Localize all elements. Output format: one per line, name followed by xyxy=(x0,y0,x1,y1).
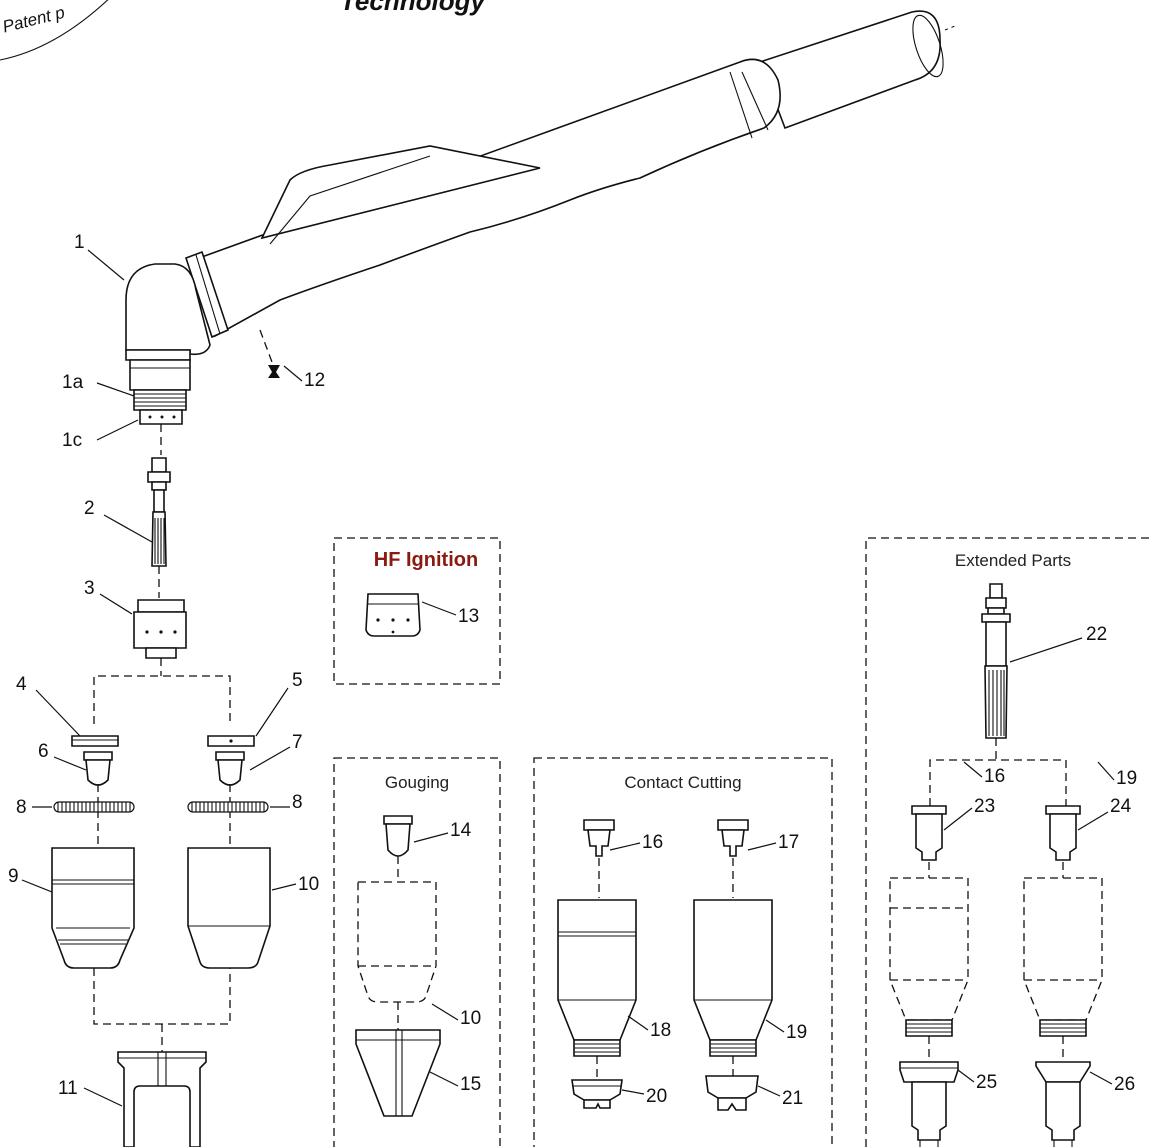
torch-head xyxy=(126,264,210,455)
stamp-text: Patent p xyxy=(1,3,67,37)
extended-parts-group: Extended Parts xyxy=(866,538,1151,1147)
callout-16: 16 xyxy=(642,832,663,853)
tip-6 xyxy=(84,752,112,846)
hf-ignition-title: HF Ignition xyxy=(374,549,478,571)
callout-10: 10 xyxy=(298,874,319,895)
o-ring-left xyxy=(54,802,134,812)
callout-24: 24 xyxy=(1110,796,1132,817)
callout-16-extended: 16 xyxy=(984,766,1005,787)
tip-7 xyxy=(216,752,244,846)
callout-8-left: 8 xyxy=(16,797,27,818)
contact-cutting-group: Contact Cutting xyxy=(534,758,832,1147)
callout-14: 14 xyxy=(450,820,472,841)
callout-20: 20 xyxy=(646,1086,667,1107)
callout-19: 19 xyxy=(786,1022,807,1043)
hf-ignition-group: HF Ignition xyxy=(334,538,500,684)
drag-guide-11 xyxy=(118,1052,206,1147)
callout-18: 18 xyxy=(650,1020,671,1041)
callout-25: 25 xyxy=(976,1072,997,1093)
o-ring-right xyxy=(188,802,268,812)
callout-1c: 1c xyxy=(62,430,82,451)
callout-26: 26 xyxy=(1114,1074,1135,1095)
callout-12: 12 xyxy=(304,370,325,391)
screw-part xyxy=(260,330,280,378)
shield-cap-5 xyxy=(208,736,254,746)
swirl-ring-part xyxy=(134,600,186,676)
callout-5: 5 xyxy=(292,670,303,691)
callout-2: 2 xyxy=(84,498,95,519)
callout-numbers: 1 1a 1c 2 3 4 5 6 7 8 8 9 10 11 12 13 14… xyxy=(8,232,1137,1109)
callout-1: 1 xyxy=(74,232,85,253)
callout-10-gouging: 10 xyxy=(460,1008,481,1029)
shield-cap-4 xyxy=(72,736,118,746)
branch-connector-bottom xyxy=(94,968,230,1052)
callout-4: 4 xyxy=(16,674,27,695)
callout-7: 7 xyxy=(292,732,303,753)
callout-23: 23 xyxy=(974,796,995,817)
shield-cup-10 xyxy=(188,848,270,968)
branch-connector-top xyxy=(94,676,230,724)
callout-9: 9 xyxy=(8,866,19,887)
gouging-group: Gouging xyxy=(334,758,500,1147)
callout-19-extended: 19 xyxy=(1116,768,1137,789)
shield-cup-9 xyxy=(52,848,134,968)
torch-handle xyxy=(186,11,955,337)
callout-22: 22 xyxy=(1086,624,1107,645)
callout-6: 6 xyxy=(38,741,49,762)
contact-cutting-title: Contact Cutting xyxy=(624,773,741,792)
header-title: Technology xyxy=(340,0,486,16)
extended-parts-title: Extended Parts xyxy=(955,551,1071,570)
leader-lines xyxy=(22,250,1114,1106)
callout-15: 15 xyxy=(460,1074,481,1095)
callout-17: 17 xyxy=(778,832,799,853)
callout-21: 21 xyxy=(782,1088,803,1109)
callout-3: 3 xyxy=(84,578,95,599)
callout-1a: 1a xyxy=(62,372,84,393)
callout-8-right: 8 xyxy=(292,792,303,813)
electrode-part xyxy=(148,458,170,598)
gouging-title: Gouging xyxy=(385,773,449,792)
callout-11: 11 xyxy=(58,1078,78,1099)
patent-stamp: Patent p xyxy=(0,0,118,60)
callout-13: 13 xyxy=(458,606,479,627)
